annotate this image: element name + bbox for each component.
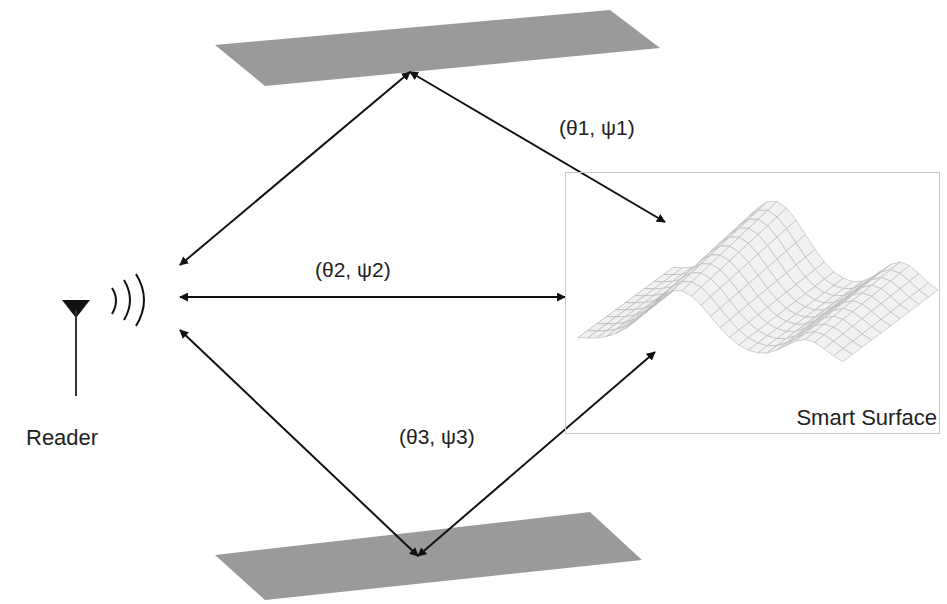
radio-waves xyxy=(112,274,144,326)
angle-label: (θ2, ψ2) xyxy=(312,258,394,282)
surface-mesh xyxy=(578,201,938,361)
node-label: Reader xyxy=(26,425,98,451)
signal-path xyxy=(180,297,565,298)
reader-node: Reader xyxy=(20,255,180,455)
antenna-symbol xyxy=(62,300,90,396)
angle-label: (θ1, ψ1) xyxy=(556,116,638,140)
node-label: Smart Surface xyxy=(796,405,937,431)
reflector-plate xyxy=(215,10,660,86)
signal-path xyxy=(180,72,665,265)
reflector-plate xyxy=(215,512,642,600)
surface-node: Smart Surface xyxy=(565,172,940,434)
signal-path xyxy=(180,330,655,556)
angle-label: (θ3, ψ3) xyxy=(396,425,478,449)
